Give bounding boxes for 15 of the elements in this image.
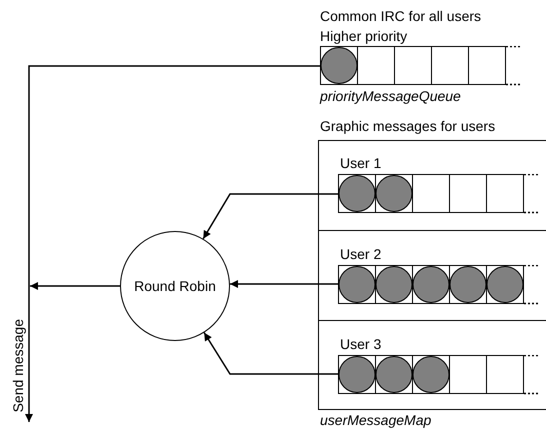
map-name: userMessageMap [320, 411, 432, 430]
arrow [30, 282, 120, 290]
map-heading: Graphic messages for users [320, 117, 496, 136]
arrow [230, 280, 338, 288]
user-label: User 2 [340, 245, 382, 264]
arrow [202, 193, 338, 240]
queue-heading: Higher priority [320, 27, 408, 46]
round-robin-circle: Round Robin [120, 231, 230, 341]
arrow [204, 332, 338, 375]
queue-name: priorityMessageQueue [320, 87, 462, 106]
edge-label: Send message [10, 318, 26, 412]
user-label: User 3 [340, 335, 382, 354]
arrow [25, 65, 320, 422]
queue-heading: Common IRC for all users [320, 7, 482, 26]
user-label: User 1 [340, 154, 382, 173]
